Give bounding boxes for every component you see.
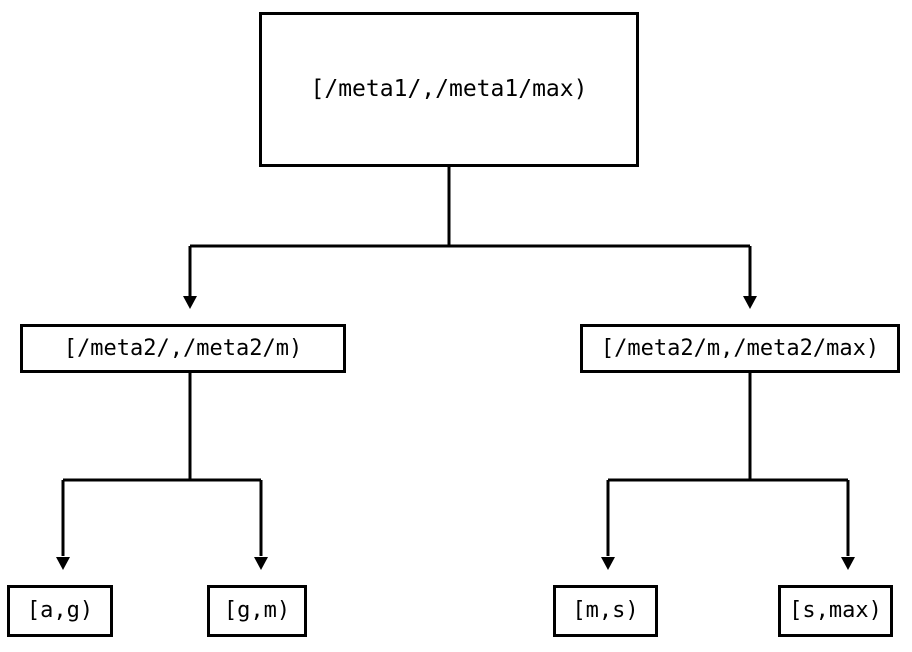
arrowhead-icon-leaf-a-g bbox=[56, 557, 70, 570]
edge-root-to-mid-level bbox=[183, 167, 757, 309]
tree-node-leaf-a-g[interactable]: [a,g) bbox=[7, 585, 113, 637]
arrowhead-icon-leaf-s-max bbox=[841, 557, 855, 570]
edge-midright-to-leaves bbox=[601, 373, 855, 570]
tree-node-root-label: [/meta1/,/meta1/max) bbox=[310, 76, 588, 102]
arrowhead-icon-mid-left bbox=[183, 296, 197, 309]
tree-node-leaf-a-g-label: [a,g) bbox=[26, 598, 94, 623]
tree-node-mid-left-label: [/meta2/,/meta2/m) bbox=[63, 335, 303, 361]
tree-node-leaf-g-m[interactable]: [g,m) bbox=[207, 585, 307, 637]
tree-node-mid-left[interactable]: [/meta2/,/meta2/m) bbox=[20, 324, 346, 373]
arrowhead-icon-mid-right bbox=[743, 296, 757, 309]
tree-node-mid-right-label: [/meta2/m,/meta2/max) bbox=[600, 335, 880, 361]
arrowhead-icon-leaf-g-m bbox=[254, 557, 268, 570]
tree-node-leaf-g-m-label: [g,m) bbox=[223, 598, 291, 623]
tree-node-leaf-s-max[interactable]: [s,max) bbox=[778, 585, 893, 637]
edge-midleft-to-leaves bbox=[56, 373, 268, 570]
tree-node-mid-right[interactable]: [/meta2/m,/meta2/max) bbox=[580, 324, 900, 373]
tree-node-root[interactable]: [/meta1/,/meta1/max) bbox=[259, 12, 639, 167]
tree-node-leaf-s-max-label: [s,max) bbox=[789, 598, 882, 623]
arrowhead-icon-leaf-m-s bbox=[601, 557, 615, 570]
tree-node-leaf-m-s-label: [m,s) bbox=[572, 598, 639, 623]
tree-node-leaf-m-s[interactable]: [m,s) bbox=[553, 585, 658, 637]
